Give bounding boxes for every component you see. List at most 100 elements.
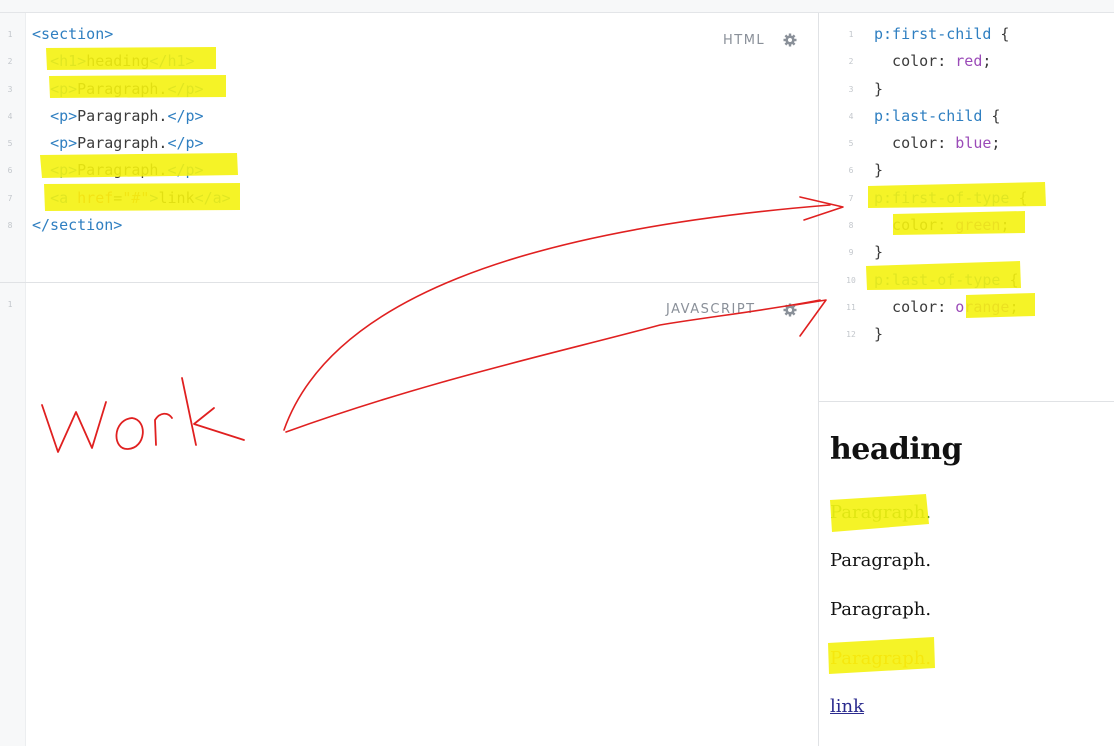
code-token: green <box>955 216 1001 235</box>
code-text[interactable]: <h1>heading</h1> <box>32 48 195 75</box>
code-token <box>68 189 77 207</box>
code-token: </a> <box>194 188 231 207</box>
line-number: 2 <box>7 57 13 67</box>
code-token: </section> <box>32 216 123 235</box>
code-line[interactable]: 3} <box>819 76 1114 103</box>
code-token: ; <box>1009 297 1019 316</box>
code-token: </h1> <box>149 52 195 71</box>
preview-paragraph: Paragraph. <box>830 502 932 523</box>
code-line[interactable]: 4 <p>Paragraph.</p> <box>0 103 818 130</box>
line-number: 7 <box>7 193 13 203</box>
code-line[interactable]: 1 <section> <box>0 21 818 48</box>
code-text[interactable]: <p>Paragraph.</p> <box>32 76 204 103</box>
code-token: color: <box>874 297 956 316</box>
code-text[interactable]: <p>Paragraph.</p> <box>32 157 204 184</box>
code-line[interactable]: 2 color: red; <box>819 48 1114 75</box>
code-token: } <box>874 325 884 344</box>
gear-icon[interactable] <box>783 303 797 317</box>
code-token: Paragraph. <box>77 134 168 153</box>
code-token: { <box>982 106 1001 125</box>
code-text[interactable]: } <box>874 239 883 266</box>
line-number: 1 <box>7 30 13 39</box>
code-text[interactable]: color: orange; <box>874 294 1019 321</box>
code-text[interactable]: } <box>874 76 883 103</box>
code-line[interactable]: 10 p:last-of-type { <box>819 267 1114 294</box>
html-code-lines[interactable]: 1<section>2 <h1>heading</h1>3 <p>Paragra… <box>0 21 818 239</box>
preview-paragraph: Paragraph. <box>830 599 932 620</box>
javascript-code-lines[interactable]: 1 <box>0 291 818 318</box>
html-editor-pane[interactable]: 1<section>2 <h1>heading</h1>3 <p>Paragra… <box>0 13 818 283</box>
code-line[interactable]: 1 <box>0 291 818 318</box>
preview-link[interactable]: link <box>830 696 865 717</box>
code-token: <p> <box>50 79 78 98</box>
line-number: 7 <box>848 193 854 203</box>
code-token: { <box>1009 188 1028 207</box>
code-token: Paragraph. <box>77 106 168 125</box>
line-number-gutter <box>0 283 26 746</box>
code-text[interactable]: p:first-child { <box>874 21 1009 48</box>
code-line[interactable]: 2 <h1>heading</h1> <box>0 48 818 75</box>
code-token: } <box>874 243 884 262</box>
code-text[interactable]: <p>Paragraph.</p> <box>32 103 204 130</box>
code-token: <a <box>50 188 69 207</box>
code-token: "#" <box>122 188 150 207</box>
code-token: heading <box>86 52 150 71</box>
code-token: </p> <box>167 134 204 153</box>
code-text[interactable]: color: red; <box>874 48 991 75</box>
code-line[interactable]: 8 </section> <box>0 212 818 239</box>
line-number: 6 <box>848 166 854 176</box>
line-number: 2 <box>848 57 854 67</box>
line-number: 5 <box>848 139 854 149</box>
code-text[interactable]: } <box>874 157 883 184</box>
code-text[interactable]: } <box>874 321 883 348</box>
line-number: 8 <box>7 221 13 231</box>
line-number: 11 <box>846 302 856 312</box>
line-number: 8 <box>848 221 854 231</box>
preview-paragraph: Paragraph. <box>830 550 932 571</box>
code-token: ; <box>1000 216 1010 235</box>
line-number: 12 <box>846 330 856 340</box>
line-number: 4 <box>7 111 13 121</box>
code-line[interactable]: 7 p:first-of-type { <box>819 185 1114 212</box>
code-token: p:first-child <box>874 25 992 43</box>
code-line[interactable]: 11 color: orange; <box>819 294 1114 321</box>
code-line[interactable]: 9} <box>819 239 1114 266</box>
result-preview-pane: heading Paragraph. Paragraph. Paragraph.… <box>818 402 1114 746</box>
code-text[interactable]: color: green; <box>874 212 1009 239</box>
code-line[interactable]: 5 color: blue; <box>819 130 1114 157</box>
javascript-editor-pane[interactable]: 1 JAVASCRIPT <box>0 283 818 746</box>
code-text[interactable]: p:last-child { <box>874 103 1000 130</box>
code-text[interactable]: <section> <box>32 21 113 48</box>
code-line[interactable]: 6 <p>Paragraph.</p> <box>0 157 818 184</box>
code-token: ; <box>982 52 992 71</box>
line-number: 1 <box>848 30 854 39</box>
gear-icon[interactable] <box>783 33 797 47</box>
code-token: color: <box>874 216 956 235</box>
code-text[interactable]: p:first-of-type { <box>874 185 1028 212</box>
code-text[interactable]: </section> <box>32 212 122 239</box>
code-token: } <box>874 79 884 98</box>
code-line[interactable]: 1 p:first-child { <box>819 21 1114 48</box>
code-token: Paragraph. <box>77 161 168 180</box>
code-line[interactable]: 12} <box>819 321 1114 348</box>
code-text[interactable]: color: blue; <box>874 130 1000 157</box>
code-line[interactable]: 8 color: green; <box>819 212 1114 239</box>
code-line[interactable]: 7 <a href="#">link</a> <box>0 185 818 212</box>
html-pane-label: HTML <box>723 33 766 48</box>
code-token: <p> <box>50 161 78 180</box>
code-token <box>32 161 50 179</box>
code-line[interactable]: 3 <p>Paragraph.</p> <box>0 76 818 103</box>
code-line[interactable]: 5 <p>Paragraph.</p> <box>0 130 818 157</box>
line-number: 6 <box>7 166 13 176</box>
code-token: color: <box>874 52 956 71</box>
code-text[interactable]: <p>Paragraph.</p> <box>32 130 204 157</box>
code-line[interactable]: 6} <box>819 157 1114 184</box>
code-text[interactable]: <a href="#">link</a> <box>32 185 231 212</box>
code-text[interactable]: p:last-of-type { <box>874 267 1019 294</box>
preview-heading: heading <box>830 432 963 467</box>
line-number: 10 <box>846 275 856 285</box>
javascript-pane-label: JAVASCRIPT <box>666 302 756 317</box>
